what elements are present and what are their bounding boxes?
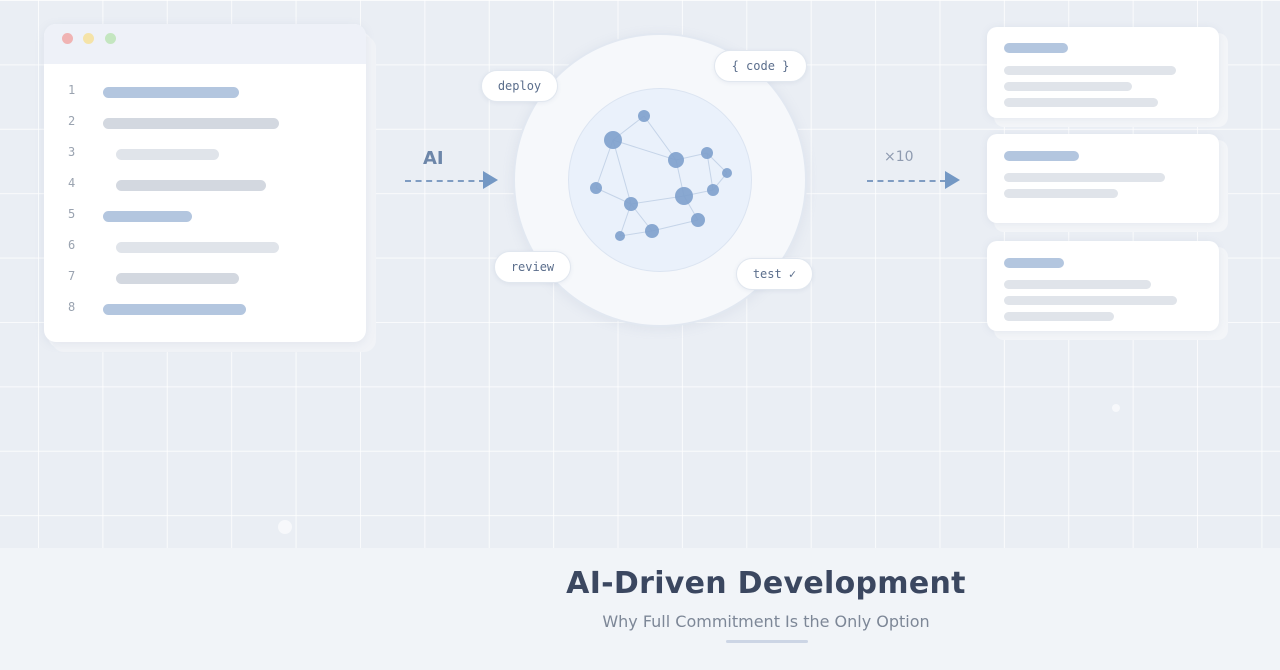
code-line: 5 [44, 207, 366, 227]
close-dot-icon [62, 33, 73, 44]
card-text-line [1004, 82, 1132, 91]
network-node [638, 110, 650, 122]
neural-network-graphic [590, 110, 732, 241]
minimize-dot-icon [83, 33, 94, 44]
network-node [668, 152, 684, 168]
card-text-line [1004, 189, 1118, 198]
code-line: 8 [44, 300, 366, 320]
line-number: 3 [68, 145, 76, 159]
tag-deploy: deploy [481, 70, 558, 102]
code-bar [116, 242, 279, 253]
code-line: 6 [44, 238, 366, 258]
network-node [691, 213, 705, 227]
network-node [590, 182, 602, 194]
arrow-right-icon [945, 171, 960, 189]
network-edge [643, 115, 677, 161]
network-node [675, 187, 693, 205]
code-bar [103, 211, 192, 222]
title-underline [726, 640, 808, 643]
network-node [722, 168, 732, 178]
card-title-bar [1004, 43, 1068, 53]
line-number: 1 [68, 83, 76, 97]
line-number: 8 [68, 300, 76, 314]
network-node [624, 197, 638, 211]
code-bar [116, 273, 239, 284]
arrow-right-icon [483, 171, 498, 189]
tag-code: { code } [714, 50, 807, 82]
code-bar [116, 149, 219, 160]
editor-titlebar [44, 24, 366, 64]
network-edge [612, 139, 677, 161]
output-card [987, 27, 1219, 118]
line-number: 5 [68, 207, 76, 221]
bokeh-dot [1112, 404, 1120, 412]
line-number: 2 [68, 114, 76, 128]
card-text-line [1004, 280, 1151, 289]
network-node [707, 184, 719, 196]
card-title-bar [1004, 258, 1064, 268]
line-number: 7 [68, 269, 76, 283]
card-text-line [1004, 296, 1177, 305]
maximize-dot-icon [105, 33, 116, 44]
code-bar [103, 87, 239, 98]
card-text-line [1004, 312, 1114, 321]
ai-arrow-line [405, 180, 485, 182]
code-line: 3 [44, 145, 366, 165]
card-text-line [1004, 173, 1165, 182]
title-section [0, 548, 1280, 670]
code-line: 7 [44, 269, 366, 289]
network-node [615, 231, 625, 241]
page-title: AI-Driven Development [566, 566, 966, 601]
tag-review: review [494, 251, 571, 283]
code-bar [116, 180, 266, 191]
code-bar [103, 118, 279, 129]
bokeh-dot [278, 520, 292, 534]
network-node [701, 147, 713, 159]
network-node [645, 224, 659, 238]
output-arrow-line [867, 180, 946, 182]
page-subtitle: Why Full Commitment Is the Only Option [602, 612, 930, 631]
code-line: 4 [44, 176, 366, 196]
tag-test: test ✓ [736, 258, 813, 290]
code-line: 1 [44, 83, 366, 103]
network-edge [612, 139, 632, 205]
card-text-line [1004, 98, 1158, 107]
card-title-bar [1004, 151, 1079, 161]
code-editor-window: 1 2 3 4 5 6 7 8 [44, 24, 366, 342]
code-bar [103, 304, 246, 315]
code-line: 2 [44, 114, 366, 134]
output-card [987, 241, 1219, 331]
network-node [604, 131, 622, 149]
network-edge [651, 219, 699, 232]
line-number: 4 [68, 176, 76, 190]
card-text-line [1004, 66, 1176, 75]
ai-label: AI [423, 148, 444, 169]
hero-illustration: 1 2 3 4 5 6 7 8 AI [0, 0, 1280, 548]
multiplier-label: ×10 [884, 149, 914, 165]
output-card [987, 134, 1219, 223]
line-number: 6 [68, 238, 76, 252]
network-edge [706, 152, 714, 191]
